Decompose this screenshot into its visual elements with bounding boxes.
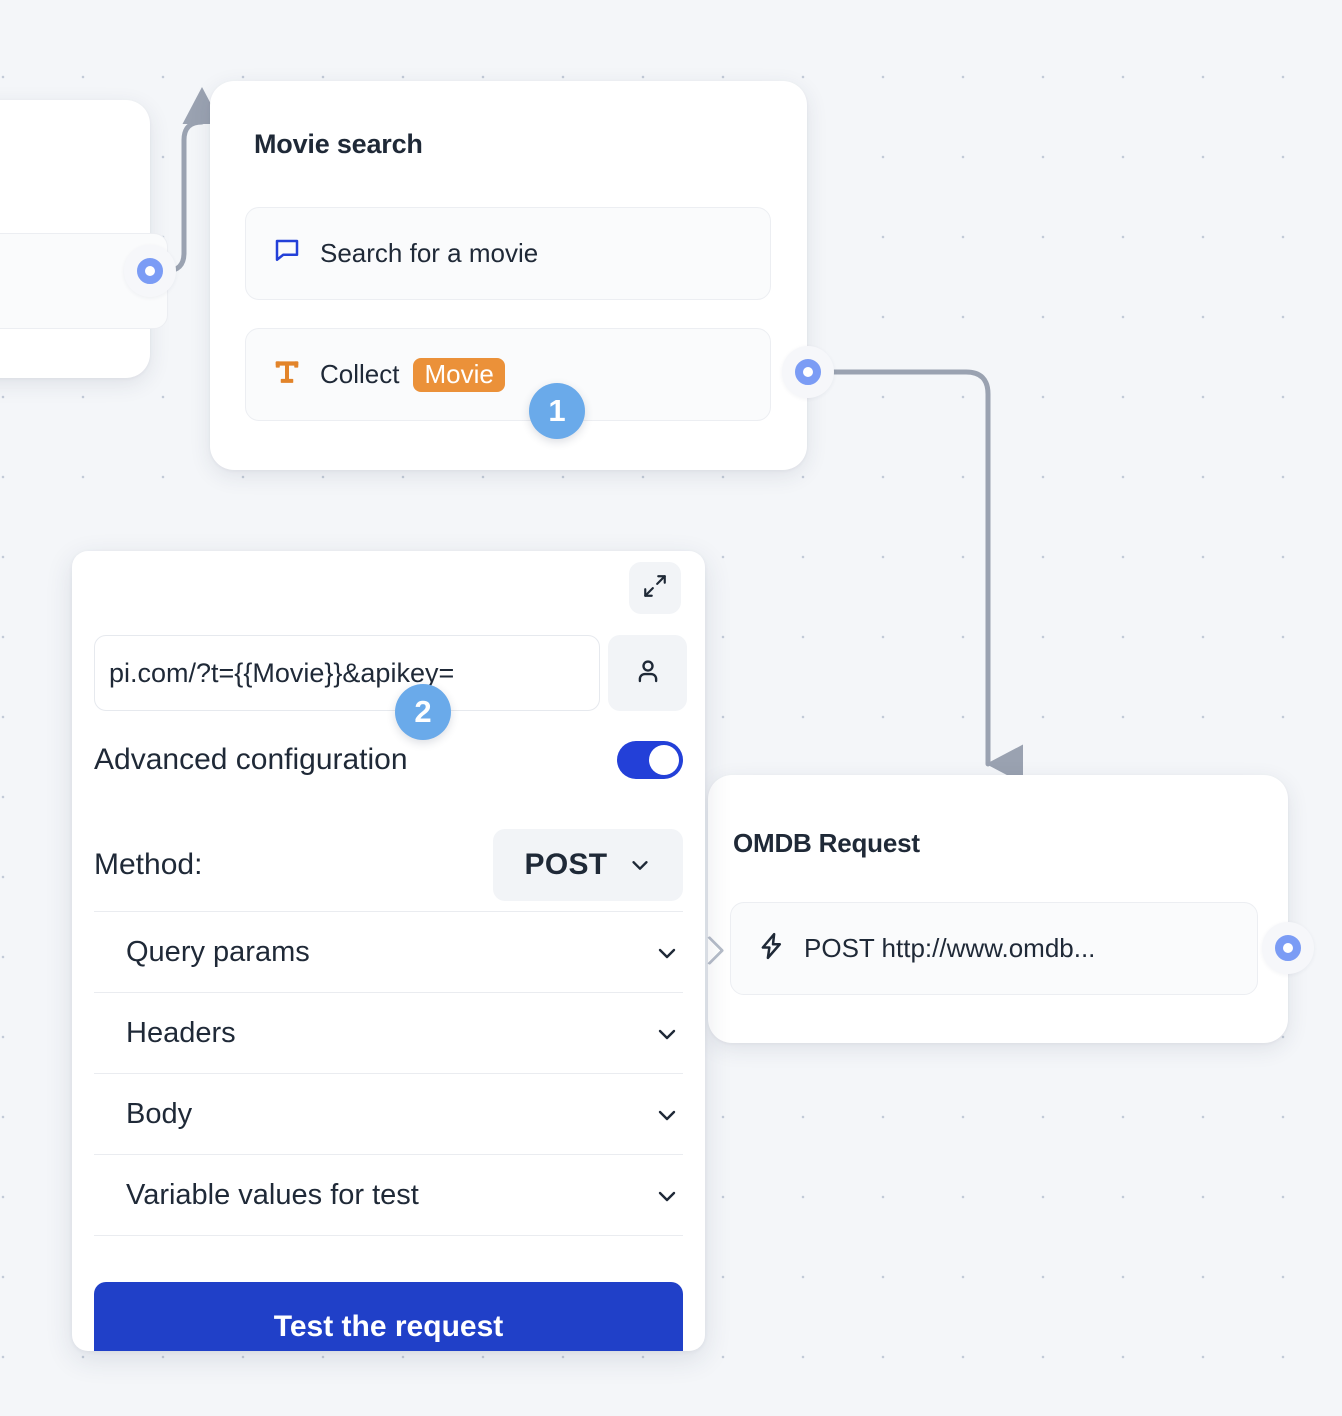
advanced-configuration-row[interactable]: Advanced configuration (94, 741, 683, 779)
node-row-post-request[interactable]: POST http://www.omdb... (730, 902, 1258, 995)
method-selected-value: POST (524, 848, 608, 881)
edge-left-to-movie (163, 87, 222, 274)
node-row-collect-movie[interactable]: Collect Movie (245, 328, 771, 421)
connector-port-left-node[interactable] (124, 245, 176, 297)
step-badge-2: 2 (395, 684, 451, 740)
node-row-label-search: Search for a movie (320, 238, 539, 268)
node-title-omdb-request: OMDB Request (733, 828, 920, 858)
test-the-request-button[interactable]: Test the request (94, 1282, 683, 1351)
variable-chip-movie[interactable]: Movie (413, 357, 505, 392)
expand-panel-button[interactable] (629, 562, 681, 614)
lightning-bolt-icon (756, 931, 786, 966)
node-card-movie-search[interactable]: Movie search Search for a movie (210, 81, 807, 470)
node-row-label-collect: Collect Movie (320, 357, 505, 392)
collect-text: Collect (320, 359, 400, 389)
advanced-configuration-label: Advanced configuration (94, 743, 408, 776)
text-t-icon (272, 357, 302, 392)
advanced-configuration-toggle[interactable] (617, 741, 683, 779)
chevron-down-icon[interactable] (655, 941, 677, 963)
chevron-down-icon[interactable] (655, 1022, 677, 1044)
accordion-label-query-params: Query params (126, 935, 310, 968)
accordion-item-headers[interactable]: Headers (94, 992, 683, 1073)
chevron-down-icon (629, 854, 651, 876)
url-auth-button[interactable] (608, 635, 687, 711)
user-icon (633, 656, 663, 691)
chevron-down-icon[interactable] (655, 1103, 677, 1125)
connector-port-movie-search-output[interactable] (782, 346, 834, 398)
node-card-partial[interactable] (0, 100, 168, 378)
accordion-item-query-params[interactable]: Query params (94, 911, 683, 992)
accordion-label-body: Body (126, 1097, 193, 1130)
expand-diagonal-icon (642, 573, 668, 604)
accordion-bottom-divider (94, 1235, 683, 1236)
request-sections-accordion: Query params Headers Body Variable value… (94, 911, 683, 1236)
accordion-item-body[interactable]: Body (94, 1073, 683, 1154)
chevron-down-icon[interactable] (655, 1184, 677, 1206)
request-config-panel[interactable]: Advanced configuration Method: POST Quer… (72, 551, 705, 1351)
chat-bubble-icon (272, 236, 302, 271)
method-row: Method: POST (94, 829, 683, 901)
accordion-label-variable-values-for-test: Variable values for test (126, 1178, 419, 1211)
method-label: Method: (94, 848, 203, 881)
connector-port-omdb-output[interactable] (1262, 922, 1314, 974)
node-row-search-for-a-movie[interactable]: Search for a movie (245, 207, 771, 300)
accordion-label-headers: Headers (126, 1016, 236, 1049)
node-card-omdb-request[interactable]: OMDB Request POST http://www.omdb... (694, 775, 1288, 1043)
edge-movie-to-omdb (827, 369, 1023, 784)
accordion-item-variable-values-for-test[interactable]: Variable values for test (94, 1154, 683, 1235)
request-url-input[interactable] (94, 635, 600, 711)
url-row[interactable] (94, 635, 687, 711)
method-select[interactable]: POST (493, 829, 683, 901)
node-row-label-post-url: POST http://www.omdb... (804, 933, 1096, 963)
node-title-movie-search: Movie search (254, 129, 423, 159)
step-badge-1: 1 (529, 383, 585, 439)
